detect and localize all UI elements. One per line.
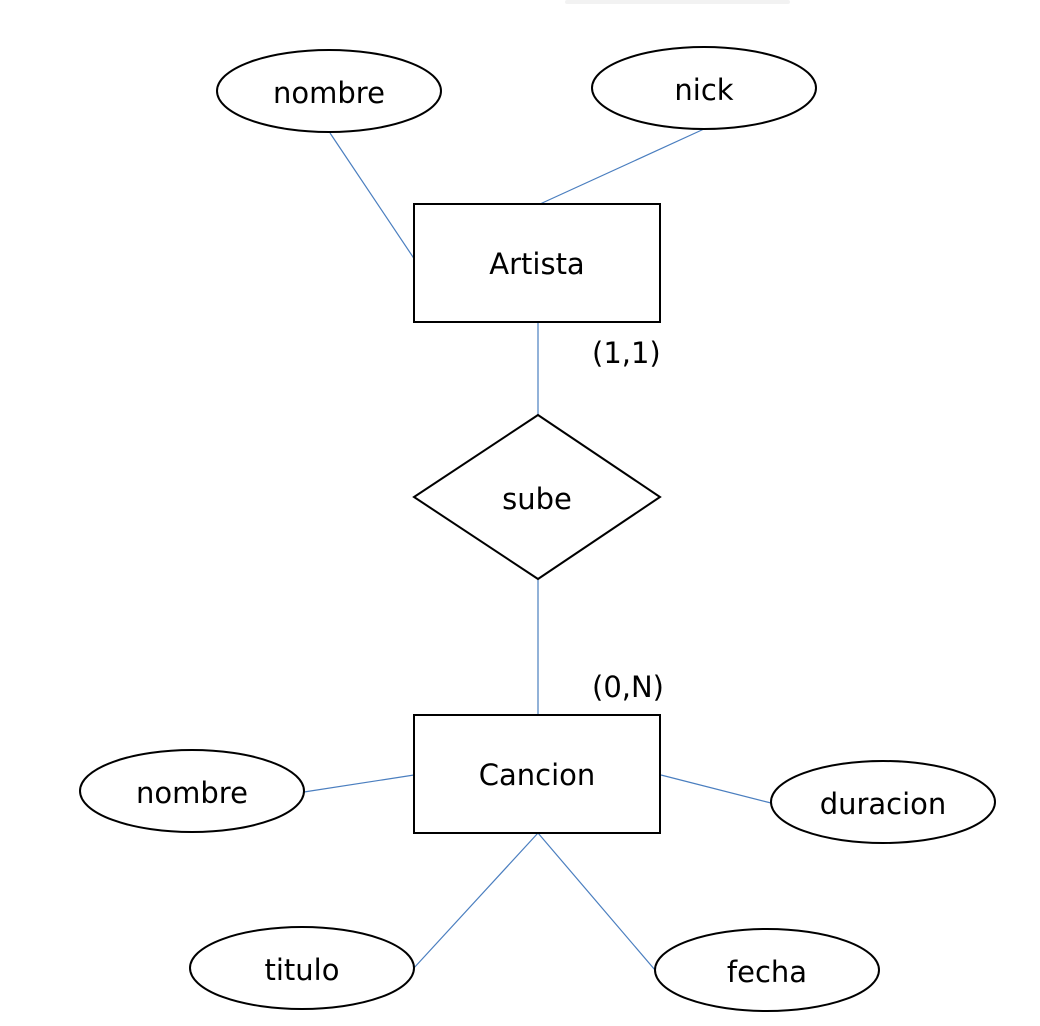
attribute-artista-nombre: nombre [216, 49, 442, 133]
connector-artista-nick [539, 128, 705, 205]
attribute-cancion-titulo-label: titulo [265, 953, 340, 987]
attribute-artista-nombre-ellipse [216, 49, 442, 133]
attribute-cancion-duracion-label: duracion [820, 787, 947, 821]
attribute-cancion-duracion-ellipse [770, 760, 996, 844]
top-edge-shadow [565, 0, 790, 4]
connectors [303, 128, 772, 971]
entity-cancion-box [413, 714, 661, 834]
entity-cancion-label: Cancion [479, 758, 596, 792]
attribute-cancion-fecha: fecha [654, 928, 880, 1012]
relationship-sube-diamond [412, 413, 662, 581]
connector-cancion-nombre [303, 774, 415, 793]
attribute-cancion-titulo: titulo [189, 926, 415, 1010]
connector-artista-nombre [329, 132, 416, 261]
connector-cancion-fecha [537, 832, 656, 971]
attribute-cancion-nombre: nombre [79, 749, 305, 833]
entity-artista: Artista [413, 203, 661, 323]
entity-artista-box [413, 203, 661, 323]
attribute-cancion-duracion: duracion [770, 760, 996, 844]
entity-artista-label: Artista [489, 247, 584, 281]
connector-cancion-titulo [412, 832, 539, 970]
cardinality-cancion: (0,N) [592, 670, 664, 704]
attribute-cancion-nombre-ellipse [79, 749, 305, 833]
attribute-artista-nombre-label: nombre [273, 76, 385, 110]
entity-cancion: Cancion [413, 714, 661, 834]
attribute-artista-nick: nick [591, 46, 817, 130]
connector-cancion-duracion [660, 774, 772, 804]
relationship-sube: sube [412, 413, 662, 581]
attribute-artista-nick-label: nick [674, 73, 733, 107]
attribute-cancion-fecha-label: fecha [727, 955, 807, 989]
attribute-cancion-titulo-ellipse [189, 926, 415, 1010]
relationship-sube-label: sube [502, 482, 572, 516]
attribute-cancion-fecha-ellipse [654, 928, 880, 1012]
attribute-artista-nick-ellipse [591, 46, 817, 130]
attribute-cancion-nombre-label: nombre [136, 776, 248, 810]
cardinality-artista: (1,1) [592, 336, 661, 370]
